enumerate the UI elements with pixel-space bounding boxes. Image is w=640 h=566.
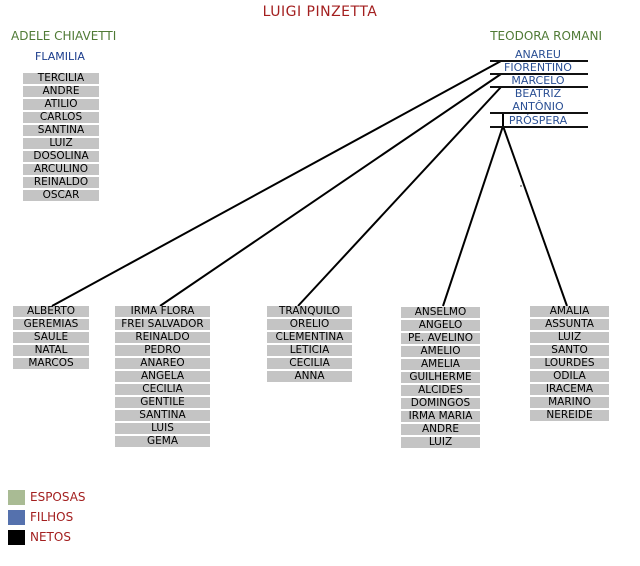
grandchild: GEMA	[115, 436, 210, 447]
legend-label: ESPOSAS	[30, 490, 86, 504]
grandchildren-group-5: AMALIA ASSUNTA LUIZ SANTO LOURDES ODILA …	[530, 306, 609, 423]
grandchild: IRMÃ MARIA	[401, 411, 480, 422]
grandchildren-group-2: IRMÃ FLORA FREI SALVADOR REINALDO PEDRO …	[115, 306, 210, 449]
legend-grandchildren: NETOS	[8, 529, 71, 545]
family-member: LUIZ	[23, 138, 99, 149]
legend-children: FILHOS	[8, 509, 73, 525]
legend-label: NETOS	[30, 530, 71, 544]
grandchild: CLEMENTINA	[267, 332, 352, 343]
grandchild: AMALIA	[530, 306, 609, 317]
grandchild: ODILA	[530, 371, 609, 382]
grandchild: LUIZ	[401, 437, 480, 448]
grandchild: ALCIDES	[401, 385, 480, 396]
child-label: PRÓSPERA	[508, 114, 568, 127]
grandchild: ORÉLIO	[267, 319, 352, 330]
family-member: CARLOS	[23, 112, 99, 123]
grandchild: MARINO	[530, 397, 609, 408]
family-member: ATILIO	[23, 99, 99, 110]
grandchild: ALBERTO	[13, 306, 89, 317]
family-member: ANDRE	[23, 86, 99, 97]
family-member: SANTINA	[23, 125, 99, 136]
grandchild: ANGELA	[115, 371, 210, 382]
child-name: MARCELO	[490, 74, 588, 88]
grandchild: LUIZ	[530, 332, 609, 343]
right-spouse-name: TEODORA ROMANI	[490, 29, 602, 43]
grandchild: FREI SALVADOR	[115, 319, 210, 330]
grandchild: ASSUNTA	[530, 319, 609, 330]
family-member: OSCAR	[23, 190, 99, 201]
grandchild: GENTILE	[115, 397, 210, 408]
connector-line	[442, 125, 504, 307]
child-label: MARCELO	[511, 74, 565, 87]
child-underline	[490, 86, 588, 88]
child-underline	[490, 112, 588, 114]
child-label: FIORENTINO	[504, 61, 572, 74]
legend-spouses: ESPOSAS	[8, 489, 86, 505]
family-member: TERCILIA	[23, 73, 99, 84]
grandchild: LUIS	[115, 423, 210, 434]
stray-dot	[520, 185, 522, 187]
family-member: REINALDO	[23, 177, 99, 188]
grandchild: SAULE	[13, 332, 89, 343]
child-name: PRÓSPERA	[490, 114, 588, 128]
child-name: FIORENTINO	[490, 61, 588, 75]
left-family-list: TERCILIA ANDRE ATILIO CARLOS SANTINA LUI…	[23, 73, 99, 203]
grandchild: ANGELO	[401, 320, 480, 331]
connector-line	[51, 60, 502, 307]
connector-line	[159, 73, 502, 307]
grandchild: TRANQUILO	[267, 306, 352, 317]
grandchildren-group-4: ANSELMO ANGELO PE. AVELINO AMELIO AMELIA…	[401, 307, 480, 450]
child-name: BEATRIZ	[498, 87, 578, 100]
grandchild: LETICIA	[267, 345, 352, 356]
grandchild: NATAL	[13, 345, 89, 356]
grandchild: SANTINA	[115, 410, 210, 421]
family-member: ARCULINO	[23, 164, 99, 175]
connector-line	[502, 125, 568, 307]
grandchild: NEREIDE	[530, 410, 609, 421]
child-underline	[490, 126, 588, 128]
grandchild: CECÍLIA	[267, 358, 352, 369]
grandchild: PE. AVELINO	[401, 333, 480, 344]
child-label: ANAREU	[515, 48, 561, 61]
child-underline	[490, 60, 588, 62]
left-spouse-name: ADELE CHIAVETTI	[11, 29, 117, 43]
grandchildren-group-3: TRANQUILO ORÉLIO CLEMENTINA LETICIA CECÍ…	[267, 306, 352, 384]
left-family-label: FLAMILIA	[35, 50, 85, 63]
grandchild: SANTO	[530, 345, 609, 356]
child-label: BEATRIZ	[514, 87, 562, 100]
grandchild: LOURDES	[530, 358, 609, 369]
connector-line	[297, 86, 502, 307]
grandchildren-group-1: ALBERTO GEREMIAS SAULE NATAL MARCOS	[13, 306, 89, 371]
grandchild: ANAREO	[115, 358, 210, 369]
legend-swatch-grandchildren	[8, 529, 25, 545]
grandchild: ANDRE	[401, 424, 480, 435]
child-label: ANTÔNIO	[512, 100, 564, 113]
grandchild: REINALDO	[115, 332, 210, 343]
page-title: LUIGI PINZETTA	[262, 4, 378, 20]
grandchild: AMELIO	[401, 346, 480, 357]
child-underline	[490, 73, 588, 75]
child-name: ANAREU	[490, 48, 588, 62]
grandchild: IRMÃ FLORA	[115, 306, 210, 317]
grandchild: CECÍLIA	[115, 384, 210, 395]
child-name: ANTÔNIO	[490, 100, 588, 114]
legend-swatch-children	[8, 509, 25, 525]
grandchild: AMELIA	[401, 359, 480, 370]
grandchild: MARCOS	[13, 358, 89, 369]
grandchild: GUILHERME	[401, 372, 480, 383]
grandchild: ANNA	[267, 371, 352, 382]
family-member: DOSOLINA	[23, 151, 99, 162]
grandchild: DOMINGOS	[401, 398, 480, 409]
legend-swatch-spouses	[8, 489, 25, 505]
grandchild: ANSELMO	[401, 307, 480, 318]
legend-label: FILHOS	[30, 510, 74, 524]
grandchild: GEREMIAS	[13, 319, 89, 330]
grandchild: PEDRO	[115, 345, 210, 356]
grandchild: IRACEMA	[530, 384, 609, 395]
